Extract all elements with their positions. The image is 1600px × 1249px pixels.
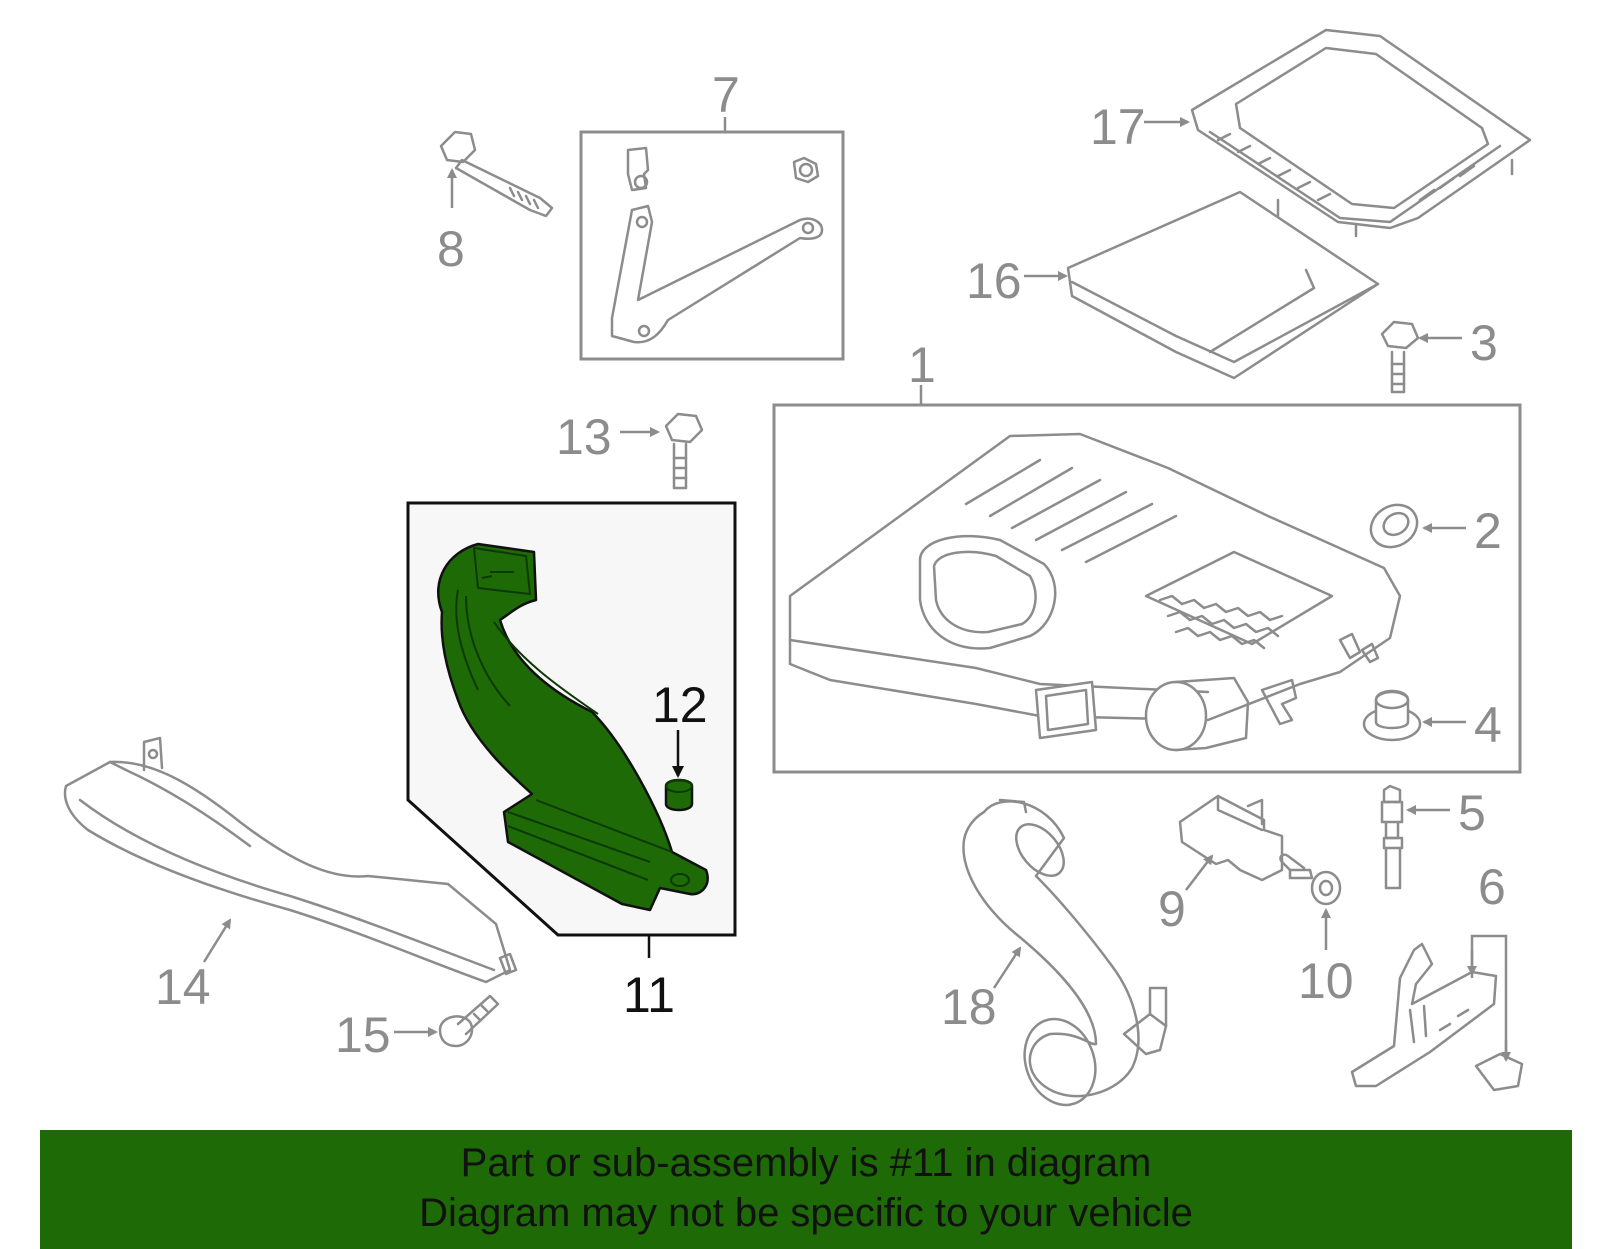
part-9-sensor[interactable]	[1178, 794, 1284, 882]
callout-18: 18	[941, 979, 997, 1035]
part-6-bracket-and-clip[interactable]	[1350, 942, 1524, 1092]
banner-line-2: Diagram may not be specific to your vehi…	[419, 1191, 1193, 1235]
callout-17: 17	[1090, 99, 1146, 155]
part-18-intake-hose[interactable]	[962, 798, 1168, 1115]
part-16-air-filter[interactable]	[1066, 190, 1380, 380]
callout-9: 9	[1158, 881, 1186, 937]
part-13-bolt[interactable]	[664, 412, 704, 490]
part-5-stud[interactable]	[1380, 784, 1404, 890]
notice-banner: Part or sub-assembly is #11 in diagram D…	[40, 1130, 1572, 1249]
callout-13: 13	[556, 409, 612, 465]
part-15-bolt[interactable]	[438, 994, 500, 1048]
callout-14: 14	[155, 959, 211, 1015]
part-7-bracket-kit[interactable]	[579, 117, 845, 361]
part-14-air-deflector[interactable]	[63, 736, 518, 984]
part-12-grommet[interactable]	[664, 778, 694, 812]
part-11-air-inlet-duct[interactable]	[406, 501, 737, 958]
callout-1: 1	[908, 337, 936, 393]
part-10-screw[interactable]	[1279, 853, 1342, 906]
callout-2: 2	[1474, 503, 1502, 559]
callout-7: 7	[712, 67, 740, 123]
callout-11: 11	[623, 967, 675, 1023]
callout-12: 12	[652, 677, 708, 733]
part-3-bolt[interactable]	[1380, 320, 1420, 394]
callout-6: 6	[1478, 859, 1506, 915]
banner-line-1: Part or sub-assembly is #11 in diagram	[460, 1141, 1152, 1185]
part-4-mount[interactable]	[1362, 689, 1422, 742]
callout-10: 10	[1298, 953, 1354, 1009]
callout-5: 5	[1458, 785, 1486, 841]
callout-15: 15	[335, 1007, 391, 1063]
part-1-air-cleaner-assembly[interactable]	[772, 385, 1522, 774]
callout-16: 16	[966, 253, 1022, 309]
part-8-bolt[interactable]	[439, 130, 554, 218]
part-2-grommet[interactable]	[1363, 497, 1425, 556]
callout-3: 3	[1470, 315, 1498, 371]
part-17-filter-cover[interactable]	[1190, 28, 1532, 238]
callout-8: 8	[437, 221, 465, 277]
callout-4: 4	[1474, 697, 1502, 753]
